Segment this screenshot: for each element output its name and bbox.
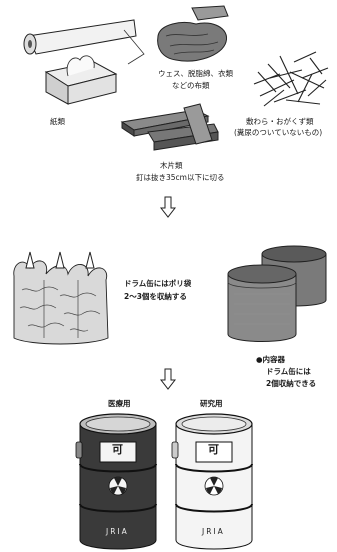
research-drum-lid-symbol: 可 xyxy=(208,443,219,456)
bullet-icon: ● xyxy=(256,355,263,364)
straw-label-line2: (糞尿のついていないもの) xyxy=(234,128,323,137)
straw-label-line1: 敷わら・おがくず類 xyxy=(246,117,314,126)
cloth-label-line1: ウェス、脱脂綿、衣類 xyxy=(158,69,233,78)
medical-drum xyxy=(75,412,160,550)
medical-drum-logo: JRIA xyxy=(106,527,129,536)
poly-bags-illustration xyxy=(10,250,112,348)
medical-drum-label: 医療用 xyxy=(108,399,131,408)
down-arrow-icon xyxy=(159,368,177,390)
container-note-title: ●内容器 xyxy=(256,354,285,366)
research-drum-label: 研究用 xyxy=(200,399,223,408)
wood-waste-illustration xyxy=(118,103,222,156)
container-note-line2: 2個収納できる xyxy=(266,379,317,388)
medical-drum-lid-symbol: 可 xyxy=(112,443,123,456)
wood-label-line2: 釘は抜き35cm以下に切る xyxy=(136,173,225,182)
wood-label-line1: 木片類 xyxy=(160,161,183,170)
cloth-waste-illustration xyxy=(152,2,234,68)
cloth-label-line2: などの布類 xyxy=(172,81,210,90)
research-drum-logo: JRIA xyxy=(202,527,225,536)
inner-containers-illustration xyxy=(226,238,328,344)
bags-note-line1: ドラム缶にはポリ袋 xyxy=(124,279,192,288)
paper-label: 紙類 xyxy=(50,117,65,126)
down-arrow-icon xyxy=(159,196,177,218)
straw-waste-illustration xyxy=(250,44,330,114)
container-title: 内容器 xyxy=(262,355,286,364)
research-drum xyxy=(171,412,256,550)
container-note-line1: ドラム缶には xyxy=(266,367,311,376)
paper-waste-illustration xyxy=(16,14,145,105)
bags-note-line2: 2〜3個を収納する xyxy=(124,292,187,301)
